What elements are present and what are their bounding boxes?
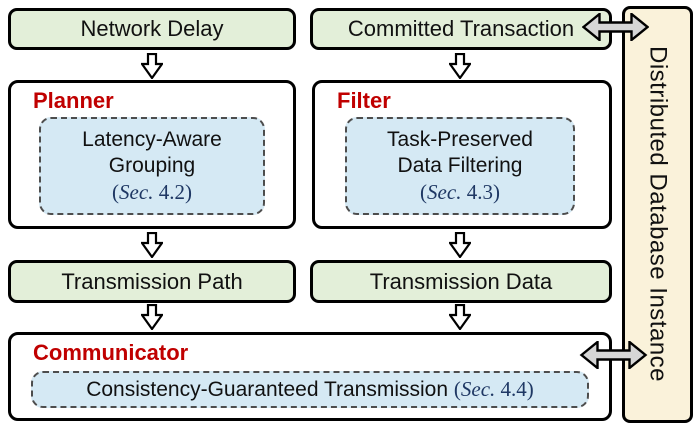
transmission-path-box: Transmission Path: [8, 260, 296, 303]
paren-open: (: [453, 377, 461, 401]
communicator-title: Communicator: [33, 340, 189, 365]
paren-open: (: [420, 180, 428, 204]
sec-word: Sec.: [460, 377, 496, 401]
latency-aware-grouping-box: Latency-Aware Grouping (Sec. 4.2): [39, 117, 265, 215]
down-arrow-icon: [449, 232, 471, 258]
distributed-database-instance-label: Distributed Database Instance: [644, 46, 672, 383]
filter-box: Filter Task-Preserved Data Filtering (Se…: [312, 80, 612, 229]
sec-4-3-reference: (Sec. 4.3): [420, 179, 500, 205]
double-arrow-icon: [579, 341, 648, 369]
sec-number: 4.2): [153, 180, 192, 204]
down-arrow-icon: [141, 53, 163, 79]
network-delay-box: Network Delay: [8, 8, 296, 50]
planner-box: Planner Latency-Aware Grouping (Sec. 4.2…: [8, 80, 296, 229]
down-arrow-icon: [141, 232, 163, 258]
planner-title: Planner: [33, 88, 114, 113]
transmission-data-label: Transmission Data: [369, 268, 553, 294]
sec-word: Sec.: [427, 180, 462, 204]
down-arrow-icon: [449, 53, 471, 79]
sec-number: 4.3): [461, 180, 500, 204]
down-arrow-icon: [449, 304, 471, 330]
communicator-inner-label: Consistency-Guaranteed Transmission: [86, 378, 454, 401]
communicator-inner-line: Consistency-Guaranteed Transmission (Sec…: [86, 376, 534, 403]
grouping-line1: Latency-Aware: [82, 128, 222, 151]
committed-transaction-label: Committed Transaction: [347, 16, 575, 41]
filtering-line1: Task-Preserved: [387, 128, 533, 151]
down-arrow-icon: [141, 304, 163, 330]
double-arrow-icon: [582, 13, 649, 41]
consistency-guaranteed-transmission-box: Consistency-Guaranteed Transmission (Sec…: [31, 371, 589, 408]
transmission-path-label: Transmission Path: [61, 268, 243, 294]
filtering-line2: Data Filtering: [397, 154, 523, 177]
committed-transaction-box: Committed Transaction: [310, 8, 612, 50]
sec-4-4-reference: (Sec. 4.4): [454, 377, 534, 401]
sec-word: Sec.: [119, 180, 154, 204]
communicator-box: Communicator Consistency-Guaranteed Tran…: [8, 332, 612, 421]
sec-4-2-reference: (Sec. 4.2): [112, 179, 192, 205]
filter-title: Filter: [337, 88, 391, 113]
sec-number: 4.4): [495, 377, 534, 401]
network-delay-label: Network Delay: [80, 16, 224, 41]
task-preserved-data-filtering-box: Task-Preserved Data Filtering (Sec. 4.3): [345, 117, 575, 215]
paren-open: (: [112, 180, 120, 204]
grouping-line2: Grouping: [108, 154, 196, 177]
transmission-data-box: Transmission Data: [310, 260, 612, 303]
